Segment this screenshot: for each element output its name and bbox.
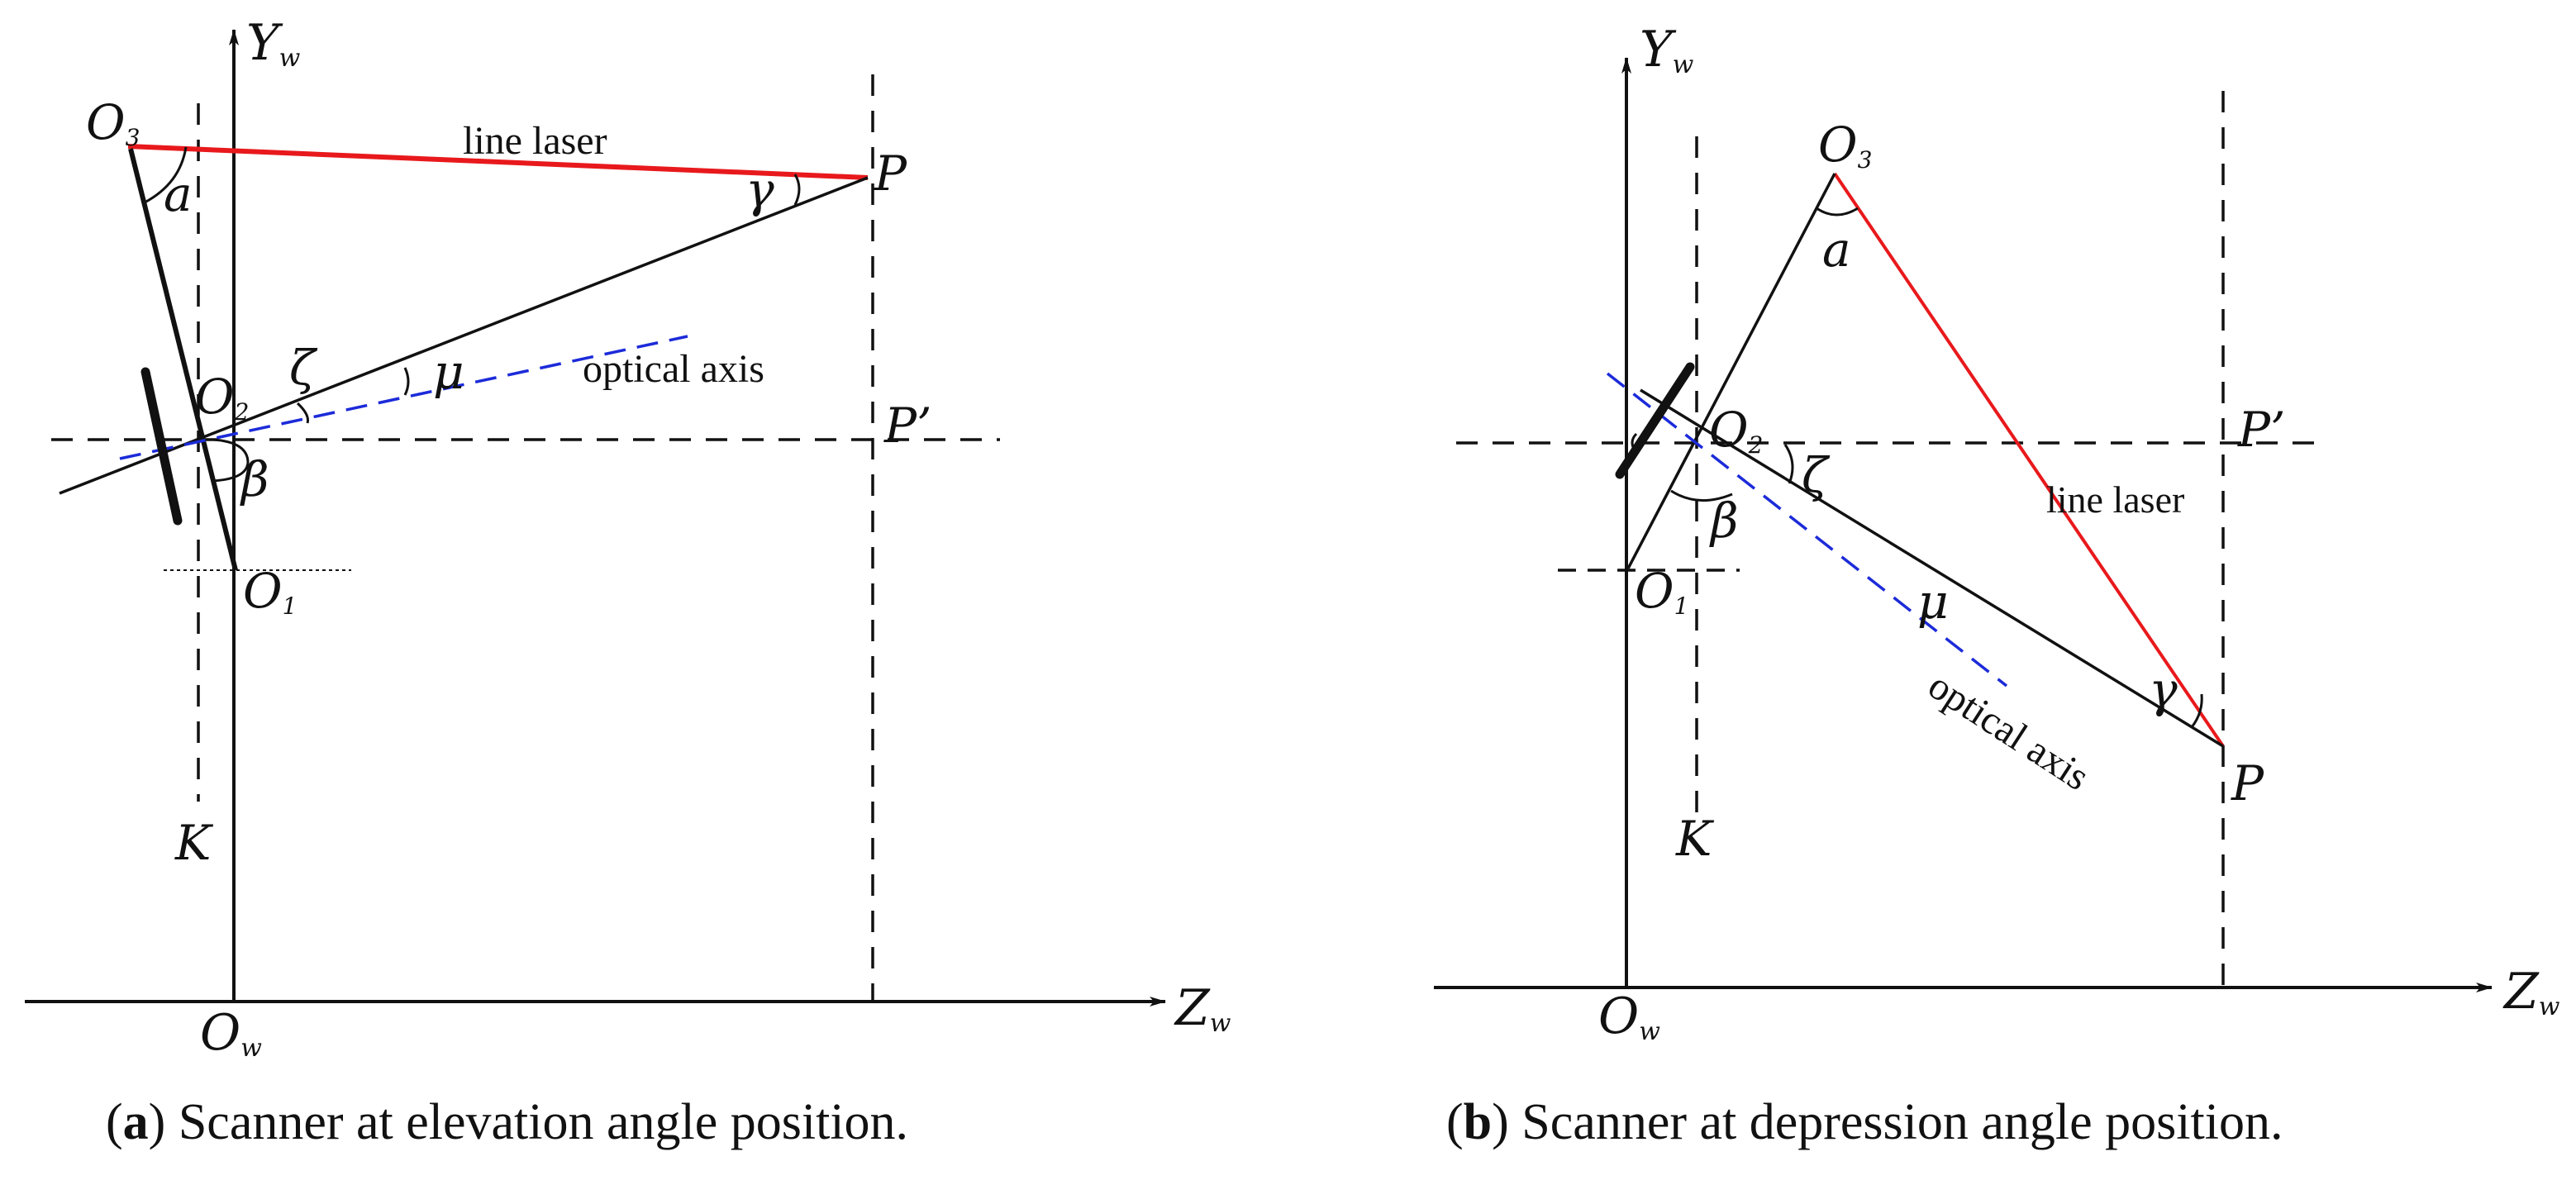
b-label-y-axis: Υw <box>1640 21 1694 79</box>
a-optical-axis-line <box>119 335 688 460</box>
a-label-zeta: ζ <box>289 340 318 396</box>
b-line-laser <box>1833 172 2225 748</box>
a-label-alpha: a <box>164 166 193 222</box>
b-label-o3: O3 <box>1818 117 1872 174</box>
b-label-o1: O1 <box>1635 563 1688 620</box>
panel-a: Υw Zw Ow O3 O2 O1 P P’ K a γ ζ μ β line … <box>25 14 1231 1150</box>
a-arc-gamma <box>793 174 801 206</box>
a-arc-mu <box>403 367 410 396</box>
a-label-line-laser: line laser <box>463 119 607 163</box>
b-arc-alpha <box>1816 207 1859 217</box>
a-arc-beta <box>211 438 250 483</box>
a-label-optical-axis: optical axis <box>583 347 764 391</box>
b-optical-axis-line <box>1606 372 2008 688</box>
b-arc-gamma <box>2190 693 2203 728</box>
b-label-beta: β <box>1709 493 1739 549</box>
a-label-p-prime: P’ <box>883 397 931 454</box>
b-label-z-axis: Zw <box>2502 963 2560 1021</box>
b-label-origin: Ow <box>1598 988 1660 1046</box>
a-label-origin: Ow <box>200 1004 262 1063</box>
a-arc-alpha <box>144 146 188 204</box>
a-label-gamma: γ <box>745 162 774 218</box>
b-arc-beta <box>1670 489 1733 502</box>
a-label-mu: μ <box>433 344 464 400</box>
b-label-line-laser: line laser <box>2046 478 2184 521</box>
a-label-k: K <box>174 815 214 871</box>
a-label-z-axis: Zw <box>1174 979 1231 1038</box>
b-arc-zeta <box>1783 444 1794 484</box>
b-label-k: K <box>1675 811 1715 867</box>
b-label-p-prime: P’ <box>2237 402 2285 458</box>
a-label-beta: β <box>240 451 269 507</box>
b-label-gamma: γ <box>2149 662 2178 718</box>
a-label-p: P <box>874 145 907 202</box>
a-label-o1: O1 <box>243 563 297 620</box>
panel-b: Υw Zw Ow O3 O2 O1 P P’ K a γ ζ μ β line … <box>1434 21 2560 1150</box>
a-arc-zeta <box>296 402 309 424</box>
b-sensor-plate <box>1615 362 1695 479</box>
b-label-zeta: ζ <box>1802 447 1831 503</box>
a-link-o3-o1 <box>128 148 238 571</box>
a-caption: (a) Scanner at elevation angle position. <box>106 1094 908 1150</box>
b-label-mu: μ <box>1917 573 1949 630</box>
a-line-laser <box>127 144 869 180</box>
b-link-o3-o1 <box>1626 173 1836 569</box>
a-label-o3: O3 <box>86 94 140 151</box>
a-line-camera-to-p <box>59 176 869 495</box>
b-label-o2: O2 <box>1709 402 1763 459</box>
b-arc-small <box>1631 432 1638 454</box>
b-label-optical-axis: optical axis <box>1921 664 2097 799</box>
a-label-o2: O2 <box>195 369 249 426</box>
b-line-camera-to-p <box>1640 388 2224 748</box>
a-sensor-plate <box>140 367 183 526</box>
b-caption: (b) Scanner at depression angle position… <box>1446 1094 2283 1150</box>
b-label-p: P <box>2231 755 2264 811</box>
a-label-y-axis: Υw <box>246 14 301 73</box>
b-label-alpha: a <box>1822 221 1851 278</box>
